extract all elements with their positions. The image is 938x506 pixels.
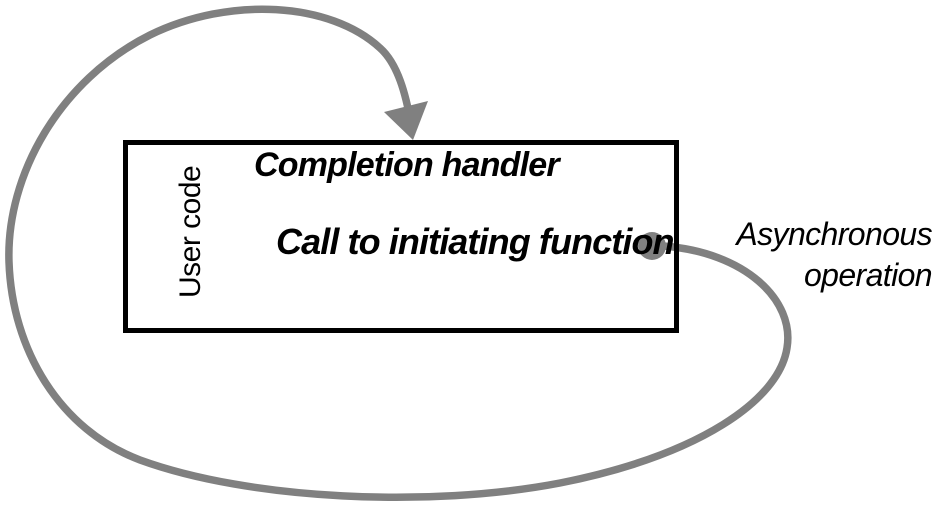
user-code-box bbox=[123, 140, 679, 333]
call-to-initiating-function-label: Call to initiating function bbox=[276, 221, 675, 262]
user-code-label: User code bbox=[174, 165, 207, 298]
asynchronous-operation-label-line2: operation bbox=[803, 256, 933, 293]
completion-callback-arrowhead bbox=[384, 101, 428, 140]
call-site-dot bbox=[638, 232, 666, 260]
asynchronous-operation-label-line1: Asynchronous bbox=[736, 216, 932, 252]
asynchronous-operation-flow-curve bbox=[5, 5, 792, 502]
asynchronous-operation-label: Asynchronous operation bbox=[640, 214, 932, 296]
completion-handler-label: Completion handler bbox=[254, 146, 560, 184]
